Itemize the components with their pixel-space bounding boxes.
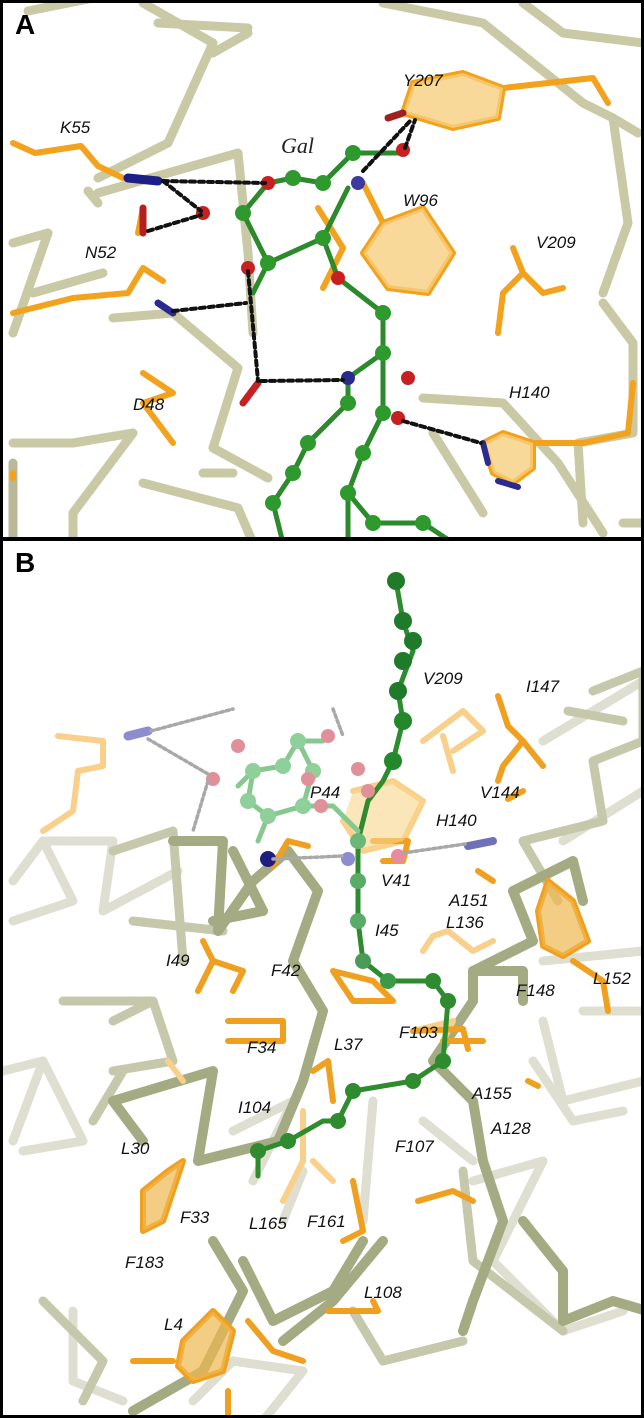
residue-label-l108: L108 xyxy=(364,1283,402,1302)
panel-a: A Gal K55 Y207 W96 V209 N52 D48 H140 xyxy=(0,0,644,540)
panel-label-a: A xyxy=(15,9,36,40)
ligand-atoms xyxy=(196,143,431,531)
ring-fill xyxy=(343,781,423,851)
residue-label-v144: V144 xyxy=(480,783,520,802)
residue-label-f103: F103 xyxy=(399,1023,438,1042)
residue-label-v41: V41 xyxy=(381,871,412,890)
residue-label-h140: H140 xyxy=(436,811,477,830)
residue-label-v209: V209 xyxy=(423,669,463,688)
residue-label-l152: L152 xyxy=(593,969,631,988)
residue-label-l136: L136 xyxy=(446,913,484,932)
ligand-label-gal: Gal xyxy=(281,133,314,158)
ring-fill xyxy=(178,1311,233,1381)
residue-label-w96: W96 xyxy=(403,191,438,210)
residue-label-f183: F183 xyxy=(125,1253,164,1272)
hydrogen-bonds xyxy=(146,707,467,861)
ring-fill xyxy=(143,1161,183,1231)
residue-label-f107: F107 xyxy=(395,1137,434,1156)
residue-label-v209: V209 xyxy=(536,233,576,252)
residue-label-l37: L37 xyxy=(334,1035,363,1054)
residue-label-f161: F161 xyxy=(307,1212,346,1231)
residue-sticks xyxy=(10,70,636,486)
residue-heteroatoms xyxy=(123,726,497,867)
hydrogen-bonds xyxy=(146,118,483,445)
residue-label-i104: I104 xyxy=(238,1098,272,1117)
residue-label-n52: N52 xyxy=(85,243,117,262)
ring-fill xyxy=(403,73,503,128)
residue-label-a128: A128 xyxy=(491,1119,531,1138)
ring-fill xyxy=(538,881,588,956)
residue-label-f42: F42 xyxy=(271,961,301,980)
ring-fill xyxy=(483,433,533,483)
residue-label-k55: K55 xyxy=(60,118,91,137)
backbone-trace-foreground xyxy=(108,836,641,1415)
panel-a-structure xyxy=(8,3,641,537)
residue-label-l30: L30 xyxy=(121,1139,150,1158)
residue-label-f148: F148 xyxy=(516,981,555,1000)
panel-b-structure xyxy=(3,572,641,1415)
residue-label-l4: L4 xyxy=(164,1315,183,1334)
residue-label-i147: I147 xyxy=(526,677,560,696)
residue-label-l165: L165 xyxy=(249,1214,287,1233)
residue-label-f33: F33 xyxy=(180,1208,210,1227)
residue-label-a151: A151 xyxy=(449,891,489,910)
residue-label-p44: P44 xyxy=(310,783,341,802)
panel-b: B V209 I147 P44 V144 H140 V41 A151 I45 L… xyxy=(0,538,644,1418)
residue-label-i49: I49 xyxy=(166,951,190,970)
residue-label-i45: I45 xyxy=(375,921,399,940)
ligand-atoms xyxy=(206,572,456,1159)
residue-heteroatoms xyxy=(123,109,521,490)
panel-label-b: B xyxy=(15,547,36,578)
residue-label-d48: D48 xyxy=(133,395,165,414)
residue-label-a155: A155 xyxy=(472,1084,512,1103)
residue-label-y207: Y207 xyxy=(403,71,443,90)
ring-fill xyxy=(363,208,453,293)
residue-label-h140: H140 xyxy=(509,383,550,402)
residue-label-f34: F34 xyxy=(247,1038,277,1057)
